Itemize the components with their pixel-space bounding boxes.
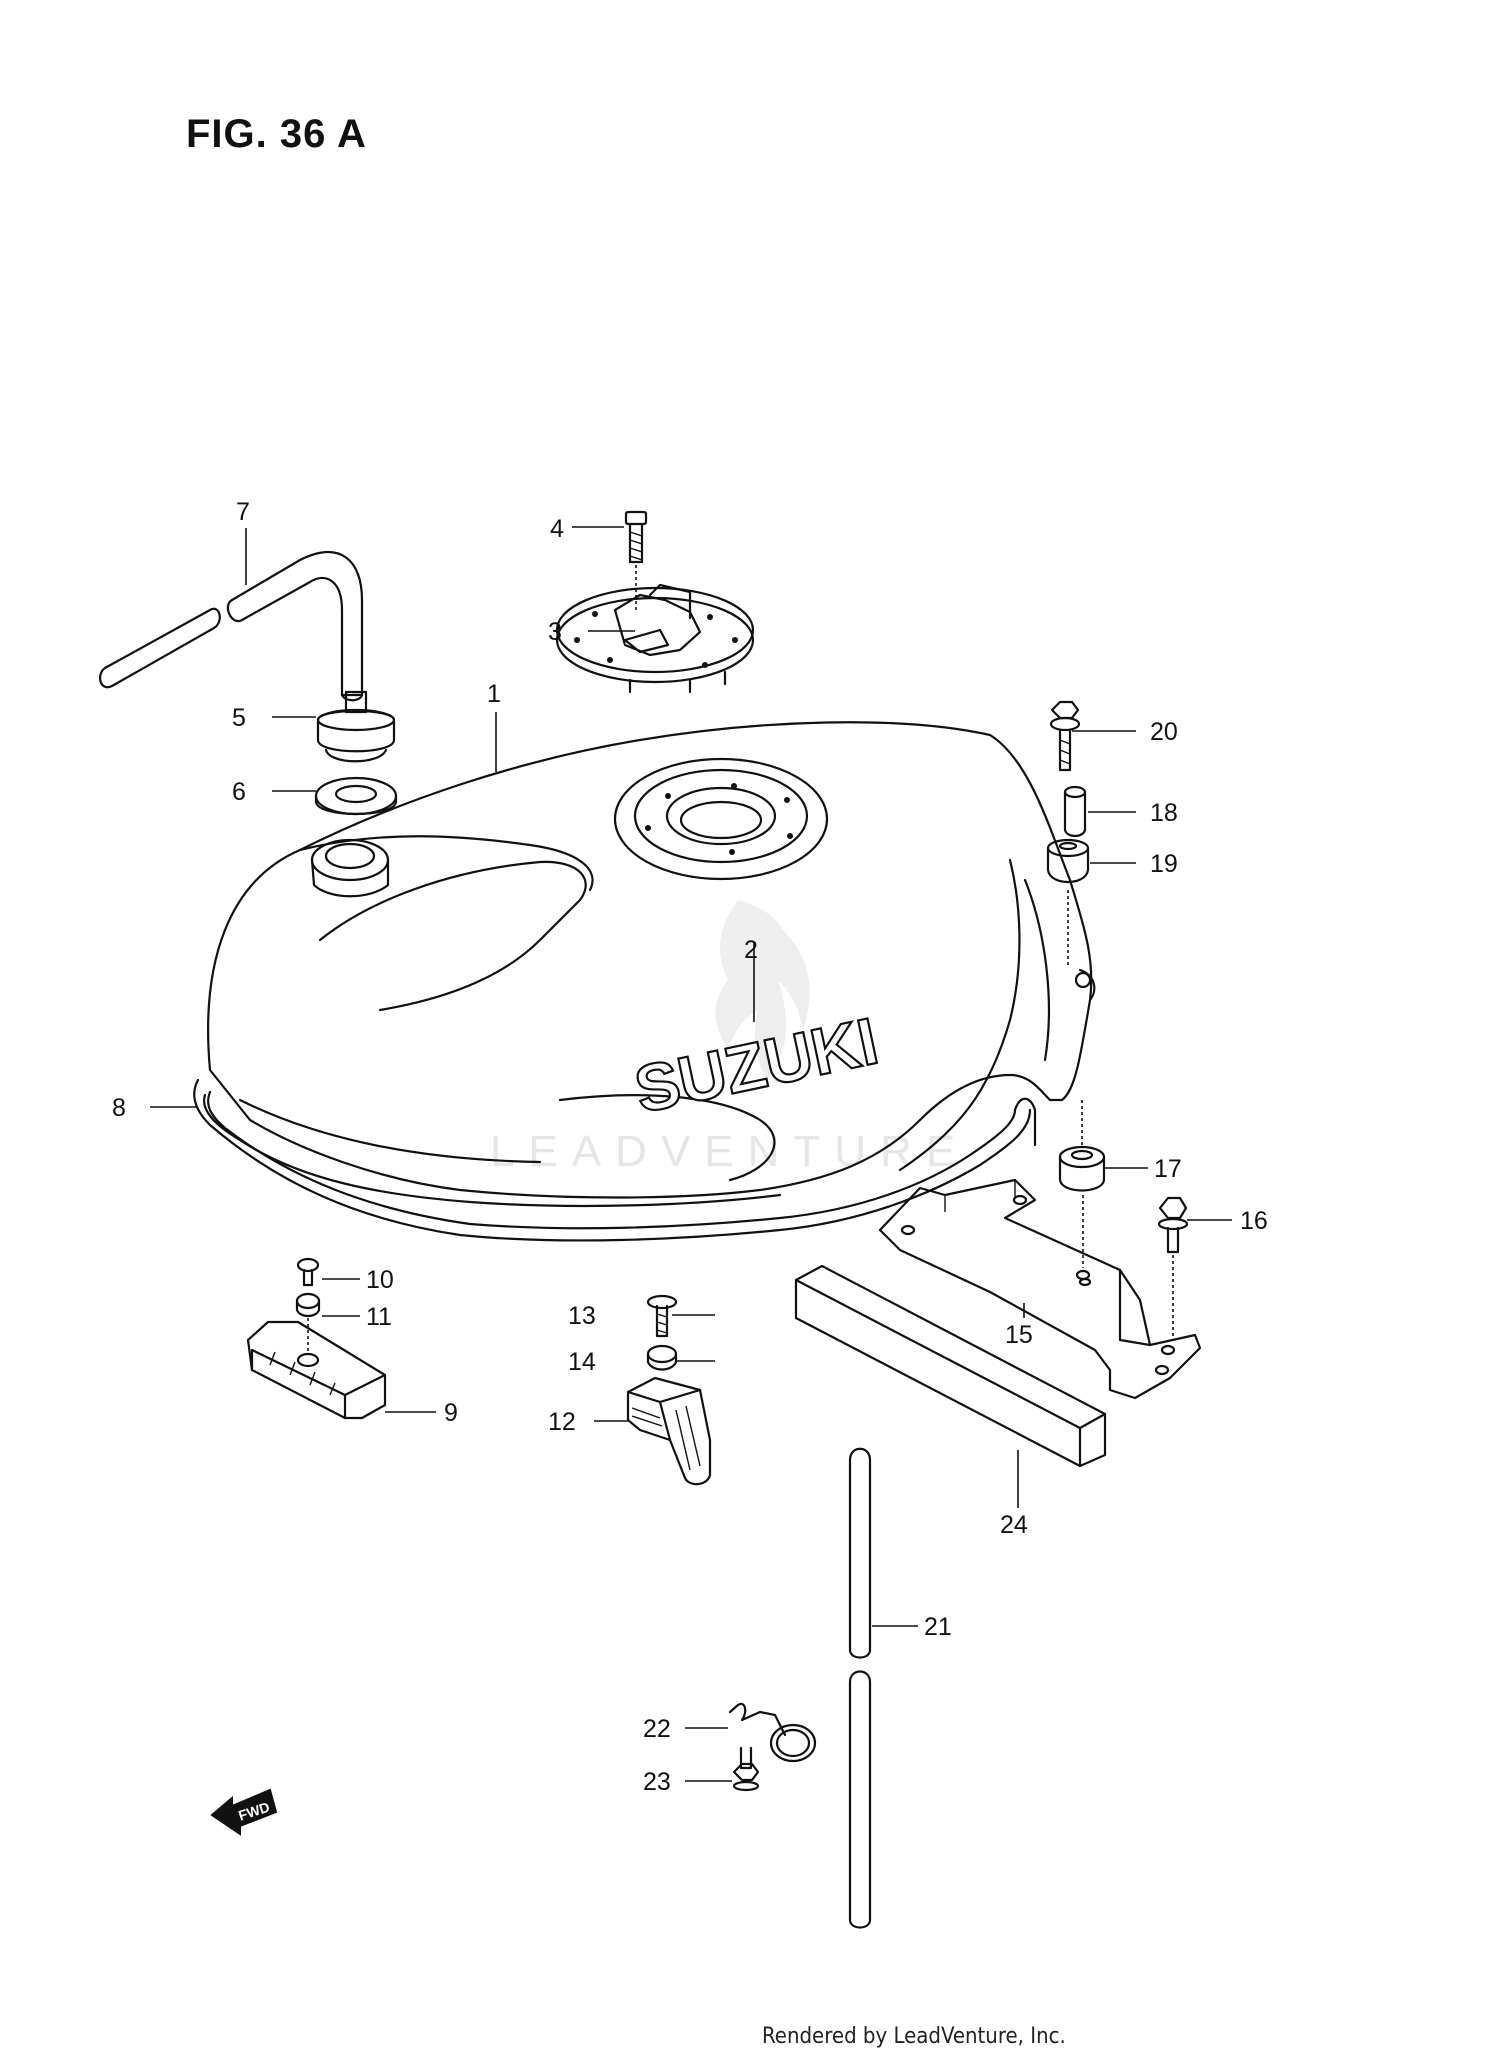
drain-hose[interactable] (848, 1447, 872, 1929)
callout-23: 23 (643, 1768, 671, 1796)
mount-cushion[interactable] (1046, 838, 1090, 965)
hose-clamp[interactable] (728, 1702, 817, 1763)
callout-9: 9 (444, 1399, 458, 1427)
cushion-washer[interactable] (295, 1292, 321, 1352)
breather-valve[interactable] (316, 690, 396, 763)
callout-6: 6 (232, 778, 246, 806)
callout-1: 1 (487, 680, 501, 708)
callout-18: 18 (1150, 799, 1178, 827)
forward-arrow-icon: FWD (210, 1788, 278, 1836)
fuel-tank[interactable] (202, 721, 1096, 1208)
breather-hose[interactable] (99, 551, 364, 702)
callout-labels: 1 2 3 4 5 6 7 8 9 10 11 12 13 14 15 16 1… (112, 498, 1268, 1796)
rubber-bushing[interactable] (1058, 1100, 1106, 1192)
callout-12: 12 (548, 1408, 576, 1436)
callout-4: 4 (550, 515, 564, 543)
watermark-text: LEADVENTURE (490, 1127, 969, 1176)
footer-credit: Rendered by LeadVenture, Inc. (762, 2024, 1066, 2049)
tank-bracket[interactable] (878, 1178, 1202, 1400)
callout-14: 14 (568, 1348, 596, 1376)
callout-11: 11 (366, 1303, 392, 1331)
cushion-washer-2[interactable] (646, 1344, 678, 1371)
front-cushion[interactable] (626, 1376, 712, 1486)
tank-gasket[interactable] (193, 1078, 1037, 1242)
foam-pad[interactable] (794, 1264, 1107, 1468)
callout-22: 22 (643, 1715, 671, 1743)
callout-17: 17 (1154, 1155, 1182, 1183)
callout-10: 10 (366, 1266, 394, 1294)
rear-cushion[interactable] (246, 1320, 387, 1420)
clamp-bolt[interactable] (732, 1746, 760, 1792)
fuel-cap[interactable] (555, 583, 755, 694)
fuel-cap-bolt[interactable] (624, 510, 648, 610)
mount-bolt[interactable] (1049, 700, 1081, 772)
cushion-screw-2[interactable] (646, 1294, 678, 1338)
callout-2: 2 (744, 936, 758, 964)
cushion-screw[interactable] (296, 1257, 320, 1287)
callout-15: 15 (1005, 1321, 1033, 1349)
callout-21: 21 (924, 1613, 952, 1641)
callout-3: 3 (548, 618, 562, 646)
callout-7: 7 (236, 498, 250, 526)
watermark: LEADVENTURE (490, 900, 969, 1176)
callout-8: 8 (112, 1094, 126, 1122)
collar[interactable] (1063, 785, 1087, 838)
callout-24: 24 (1000, 1511, 1028, 1539)
washer[interactable] (314, 776, 398, 816)
callout-5: 5 (232, 704, 246, 732)
callout-19: 19 (1150, 850, 1178, 878)
bracket-bolt[interactable] (1157, 1196, 1189, 1340)
figure-title: FIG. 36 A (186, 112, 367, 156)
callout-20: 20 (1150, 718, 1178, 746)
callout-16: 16 (1240, 1207, 1268, 1235)
callout-13: 13 (568, 1302, 596, 1330)
leader-lines (150, 526, 1232, 1782)
